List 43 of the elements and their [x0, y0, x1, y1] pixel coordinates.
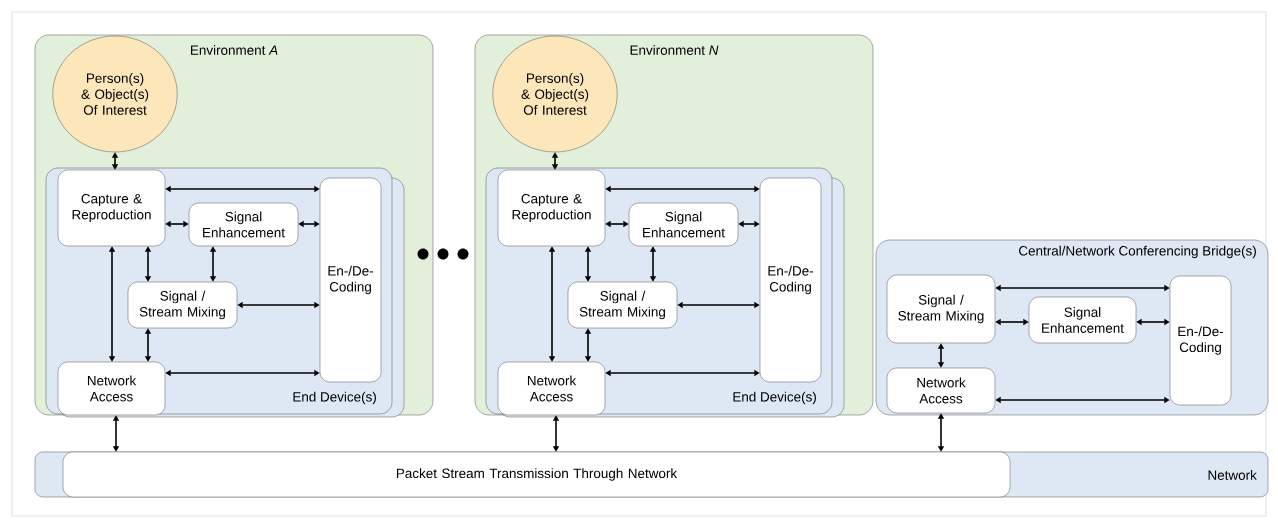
- arrow: [995, 318, 1029, 326]
- stream-bar: Packet Stream Transmission Through Network: [62, 451, 1011, 498]
- arrow: [165, 369, 320, 377]
- arrow: [551, 152, 559, 170]
- process-box: En-/De-Coding: [759, 177, 822, 383]
- arrow: [995, 284, 1170, 292]
- arrow: [584, 328, 592, 362]
- arrow: [738, 220, 760, 228]
- process-box: En-/De-Coding: [319, 177, 382, 383]
- process-box: Network Access: [886, 367, 996, 414]
- arrow: [605, 185, 760, 193]
- arrow: [605, 220, 629, 228]
- process-box: Signal / Stream Mixing: [567, 281, 678, 329]
- arrow: [552, 415, 560, 452]
- arrow: [937, 343, 945, 368]
- process-box: Signal Enhancement: [1028, 296, 1137, 344]
- process-box: En-/De-Coding: [1169, 275, 1232, 406]
- arrow: [584, 246, 592, 282]
- arrow: [605, 369, 760, 377]
- process-box: Network Access: [497, 361, 606, 416]
- arrow: [112, 415, 120, 452]
- arrow: [111, 152, 119, 170]
- process-box: Network Access: [57, 361, 166, 416]
- arrow: [165, 220, 189, 228]
- arrow: [548, 246, 556, 362]
- process-box: Signal Enhancement: [628, 202, 739, 247]
- arrow: [1136, 318, 1170, 326]
- arrow: [937, 413, 945, 452]
- arrow: [237, 301, 320, 309]
- arrow: [677, 301, 760, 309]
- arrow: [209, 246, 217, 282]
- arrow: [649, 246, 657, 282]
- arrow: [144, 328, 152, 362]
- process-box: Capture & Reproduction: [57, 169, 166, 247]
- arrow: [995, 396, 1170, 404]
- process-box: Signal / Stream Mixing: [127, 281, 238, 329]
- process-box: Capture & Reproduction: [497, 169, 606, 247]
- arrow: [108, 246, 116, 362]
- arrow: [144, 246, 152, 282]
- arrow: [298, 220, 320, 228]
- process-box: Signal Enhancement: [188, 202, 299, 247]
- process-box: Signal / Stream Mixing: [886, 274, 996, 344]
- arrow: [165, 185, 320, 193]
